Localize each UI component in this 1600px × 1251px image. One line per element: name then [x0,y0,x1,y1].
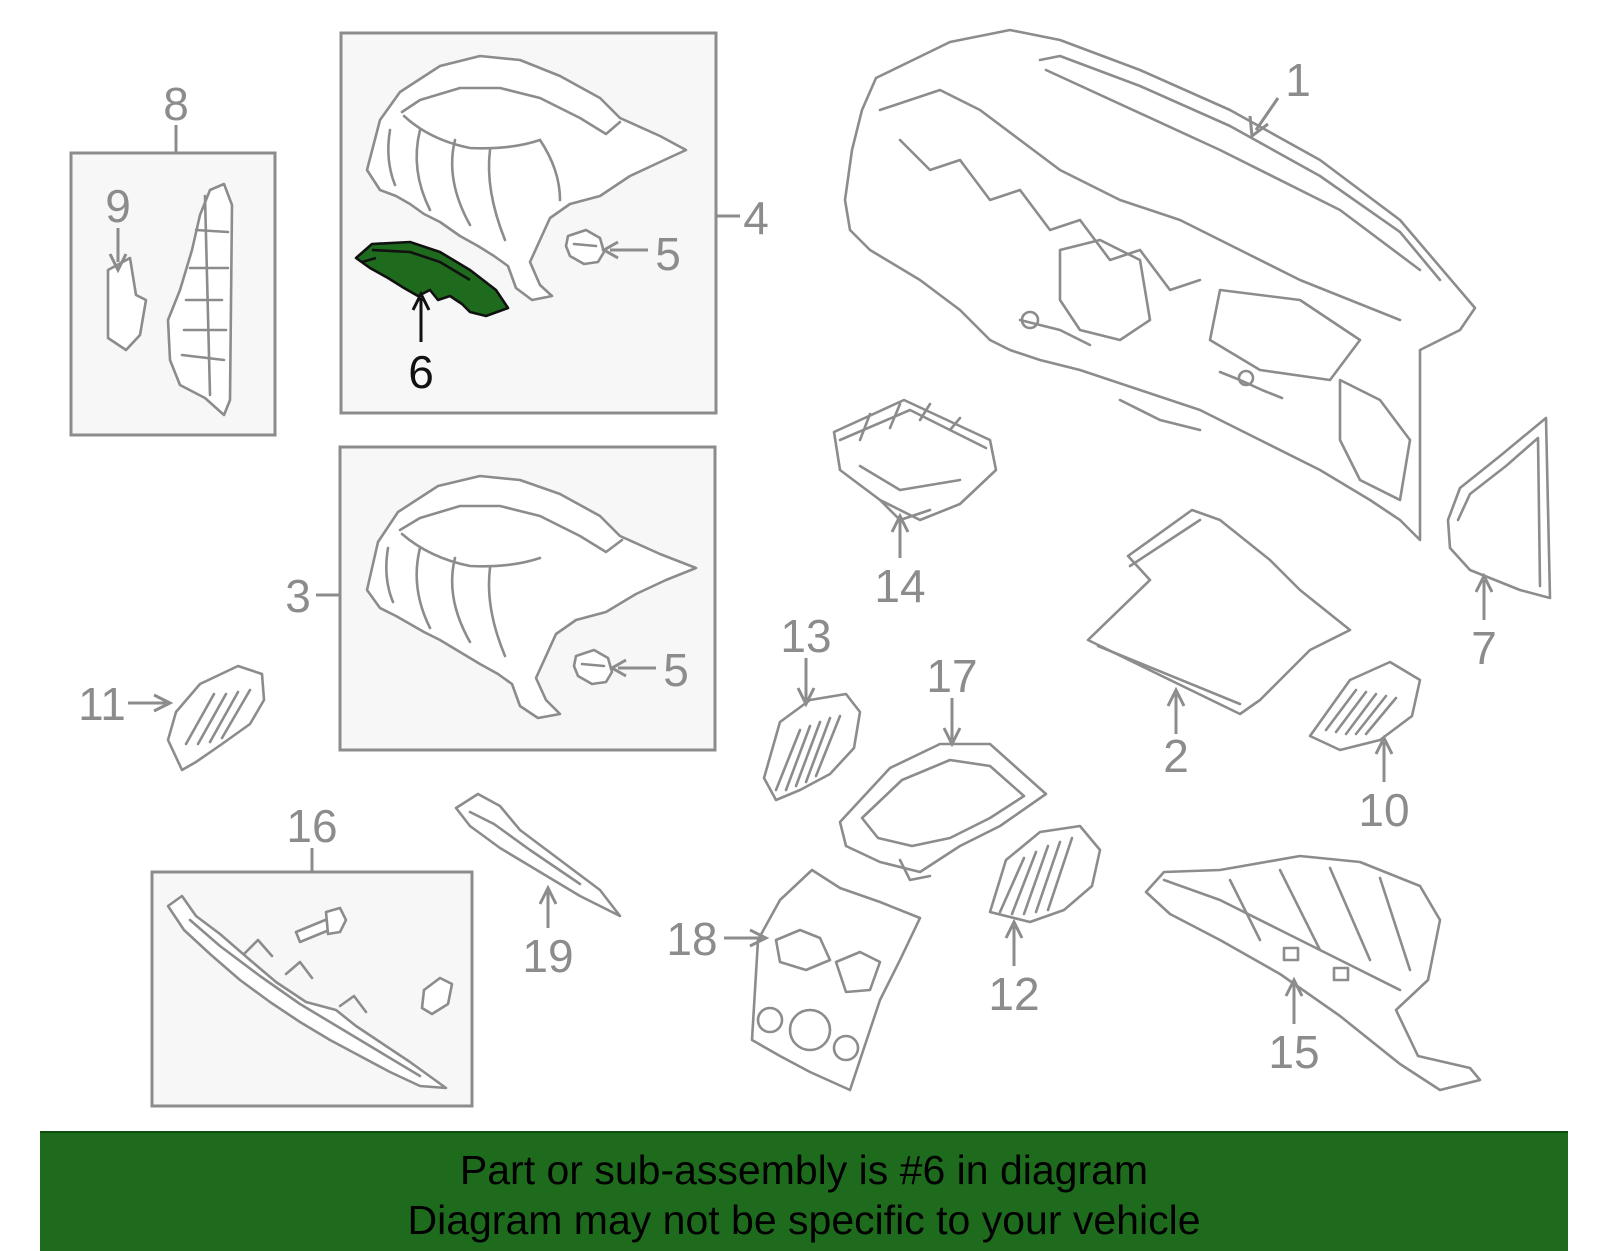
callout-18: 18 [666,913,717,965]
part-9-bracket[interactable] [106,256,148,352]
part-3-cluster-housing[interactable] [365,474,698,720]
callout-9: 9 [105,180,131,232]
part-5-clip-lower[interactable] [572,648,614,686]
info-banner: Part or sub-assembly is #6 in diagram Di… [40,1131,1568,1251]
part-5-clip-upper[interactable] [564,228,606,266]
part-16-lower-trim[interactable] [166,894,448,1090]
part-12-vent[interactable] [988,824,1102,966]
callout-14: 14 [874,560,925,612]
parts-diagram: 1 2 3 4 5 5 6 7 8 9 10 11 12 13 14 15 16… [69,28,1552,1108]
callout-5-upper: 5 [655,228,681,280]
box-part-16 [150,848,474,1108]
banner-line-2: Diagram may not be specific to your vehi… [407,1197,1201,1243]
callout-5-lower: 5 [663,644,689,696]
part-6-highlighted[interactable] [354,240,510,318]
callout-15: 15 [1268,1026,1319,1078]
box-part-3 [316,445,717,752]
box-part-8 [69,125,277,437]
callout-7: 7 [1471,622,1497,674]
part-4-cluster-housing[interactable] [365,54,688,302]
callout-6: 6 [408,346,434,398]
part-15-glove-box[interactable] [1144,854,1482,1092]
part-16-clip[interactable] [420,976,454,1016]
callout-2: 2 [1163,730,1189,782]
part-18-center-panel[interactable] [724,868,922,1092]
part-10-vent-right[interactable] [1308,660,1422,782]
callout-11: 11 [78,678,126,730]
callout-3: 3 [285,570,311,622]
callout-8: 8 [163,78,189,130]
part-14-airbag[interactable] [832,398,998,558]
part-7-side-panel[interactable] [1446,416,1552,620]
part-17-center-trim[interactable] [838,698,1048,882]
banner-line-1: Part or sub-assembly is #6 in diagram [459,1147,1149,1193]
callout-17: 17 [926,650,977,702]
callout-4: 4 [743,192,769,244]
part-11-vent-left[interactable] [128,664,266,772]
callout-1: 1 [1285,54,1311,106]
part-13-vent[interactable] [762,658,862,802]
part-2-lower-panel[interactable] [1086,508,1352,734]
callout-13: 13 [780,610,831,662]
callout-10: 10 [1358,784,1409,836]
part-19-trim-strip[interactable] [454,792,622,928]
box-part-4 [339,31,740,415]
callout-19: 19 [522,930,573,982]
callout-12: 12 [988,968,1039,1020]
part-1-dashboard[interactable] [843,28,1477,542]
callout-16: 16 [286,800,337,852]
